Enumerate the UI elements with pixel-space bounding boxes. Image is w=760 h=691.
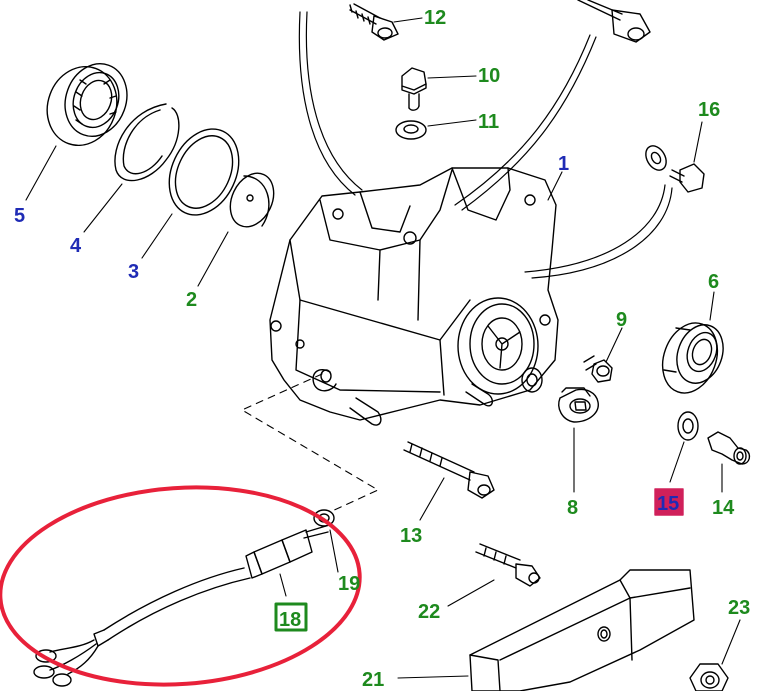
label-22: 22 (418, 601, 440, 623)
bolt-10 (401, 67, 427, 111)
bearing-5 (46, 63, 128, 147)
callout-labels: 1 2 3 4 5 6 8 9 10 11 12 13 14 15 16 18 … (14, 7, 750, 691)
nut-23 (689, 663, 729, 691)
circlip-4 (114, 103, 180, 182)
label-15: 15 (657, 493, 679, 515)
bolt-14 (707, 431, 751, 465)
label-1: 1 (558, 153, 569, 175)
washer-15 (677, 411, 699, 441)
top-right-bolt (577, 0, 651, 43)
label-19: 19 (338, 573, 360, 595)
bolt-12 (349, 3, 399, 41)
label-21: 21 (362, 669, 384, 691)
label-14: 14 (712, 497, 735, 519)
label-8: 8 (567, 497, 578, 519)
label-13: 13 (400, 525, 422, 547)
label-23: 23 (728, 597, 750, 619)
dashed-leaders (241, 373, 379, 513)
sensor-18 (33, 525, 329, 687)
label-9: 9 (616, 309, 627, 331)
label-6: 6 (708, 271, 719, 293)
highlight-box-18 (274, 602, 308, 632)
washer-11 (395, 120, 427, 140)
wire-lines (298, 11, 673, 279)
highlight-ellipse (0, 485, 362, 687)
plug-8 (558, 387, 599, 423)
gearbox-housing-1 (269, 167, 559, 426)
label-2: 2 (186, 289, 197, 311)
bolt-9 (583, 355, 613, 383)
bolt-22 (475, 543, 541, 587)
highlight-box-15 (654, 488, 684, 516)
bracket-21 (469, 569, 695, 691)
label-12: 12 (424, 7, 446, 29)
ring-3 (168, 128, 240, 216)
washer-16 (645, 145, 705, 193)
callout-leaders (25, 17, 741, 679)
cap-2 (229, 172, 275, 228)
label-16: 16 (698, 99, 720, 121)
label-5: 5 (14, 205, 25, 227)
label-18: 18 (279, 609, 301, 631)
label-4: 4 (70, 235, 82, 257)
label-10: 10 (478, 65, 500, 87)
bolt-13 (403, 441, 495, 499)
label-11: 11 (478, 111, 499, 133)
seal-6 (661, 322, 724, 394)
label-3: 3 (128, 261, 139, 283)
